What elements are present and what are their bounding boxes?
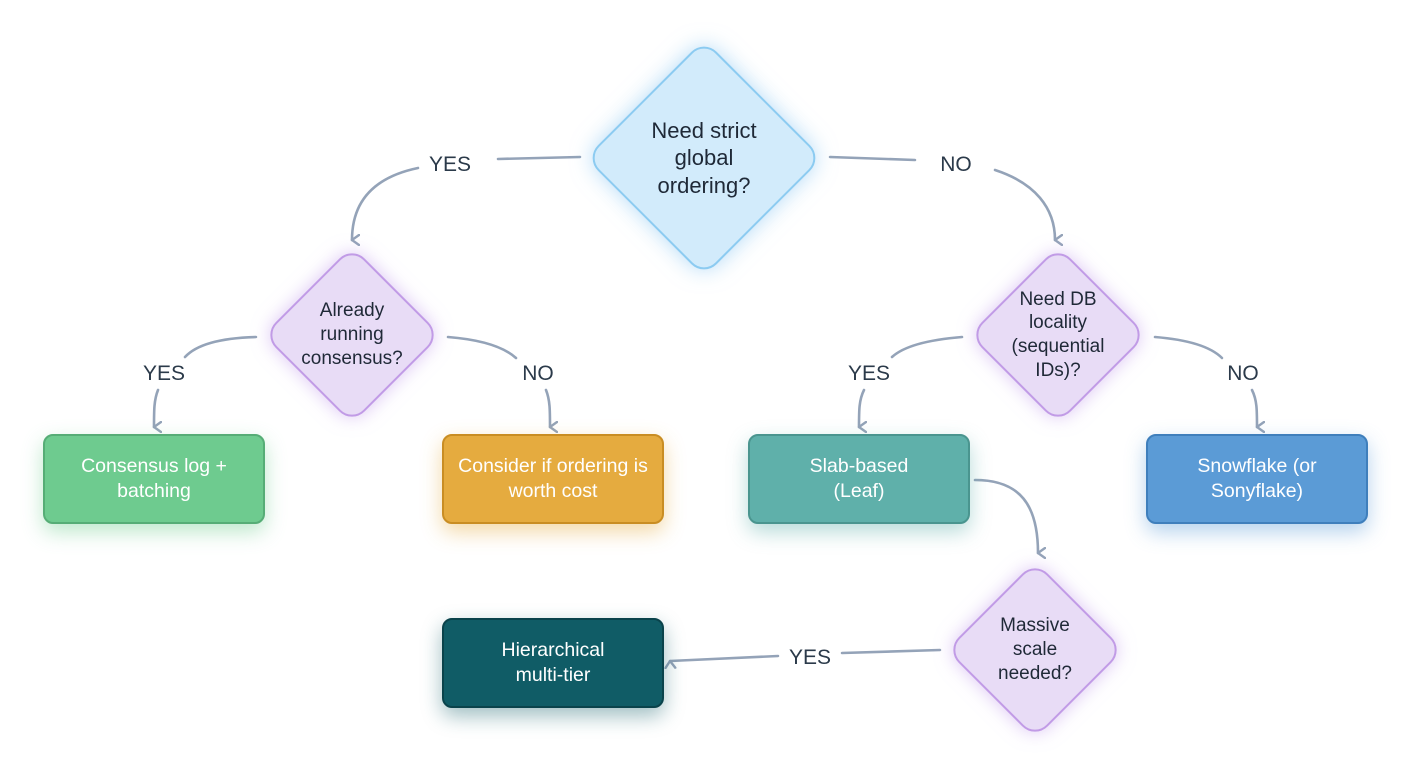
edge-locality-no-arrow	[1250, 388, 1257, 427]
outcome-slab: Slab-based (Leaf)	[748, 434, 970, 524]
outcome-snowflake-label: Snowflake (or Sonyflake)	[1197, 455, 1317, 502]
label-locality-yes: YES	[847, 362, 891, 385]
edge-consensus-no-arrow	[544, 388, 550, 427]
label-root-yes: YES	[428, 153, 472, 176]
outcome-consensus-log-label: Consensus log + batching	[81, 455, 227, 502]
label-consensus-no: NO	[522, 362, 554, 385]
edge-locality-yes	[890, 335, 964, 359]
edge-consensus-no	[446, 335, 518, 360]
outcome-slab-label: Slab-based (Leaf)	[809, 455, 909, 502]
edge-root-no-arrow	[993, 168, 1055, 240]
edge-consensus-yes	[183, 335, 258, 359]
outcome-hierarchical: Hierarchical multi-tier	[442, 618, 664, 708]
outcome-hierarchical-label: Hierarchical multi-tier	[501, 639, 605, 686]
decision-locality-text: Need DB locality (sequential IDs)?	[1011, 288, 1105, 381]
label-consensus-yes: YES	[142, 362, 186, 385]
label-locality-no: NO	[1227, 362, 1259, 385]
edge-root-yes	[496, 155, 582, 161]
outcome-consider-label: Consider if ordering is worth cost	[458, 455, 648, 502]
label-root-no: NO	[940, 153, 972, 176]
outcome-snowflake: Snowflake (or Sonyflake)	[1146, 434, 1368, 524]
edge-scale-yes-arrow	[670, 654, 780, 661]
edge-root-yes-arrow	[350, 166, 420, 240]
edge-slab-scale	[973, 478, 1038, 553]
edge-scale-yes	[840, 648, 942, 655]
decision-consensus-text: Already running consensus?	[301, 300, 403, 369]
outcome-consensus-log: Consensus log + batching	[43, 434, 265, 524]
edge-root-no	[828, 155, 917, 162]
edge-locality-yes-arrow	[857, 388, 864, 427]
decision-scale-text: Massive scale needed?	[998, 615, 1072, 684]
outcome-consider: Consider if ordering is worth cost	[442, 434, 664, 524]
edge-locality-no	[1153, 335, 1224, 360]
edge-consensus-yes-arrow	[152, 388, 158, 427]
decision-root-text: Need strict global ordering?	[651, 117, 757, 198]
label-scale-yes: YES	[788, 646, 832, 669]
